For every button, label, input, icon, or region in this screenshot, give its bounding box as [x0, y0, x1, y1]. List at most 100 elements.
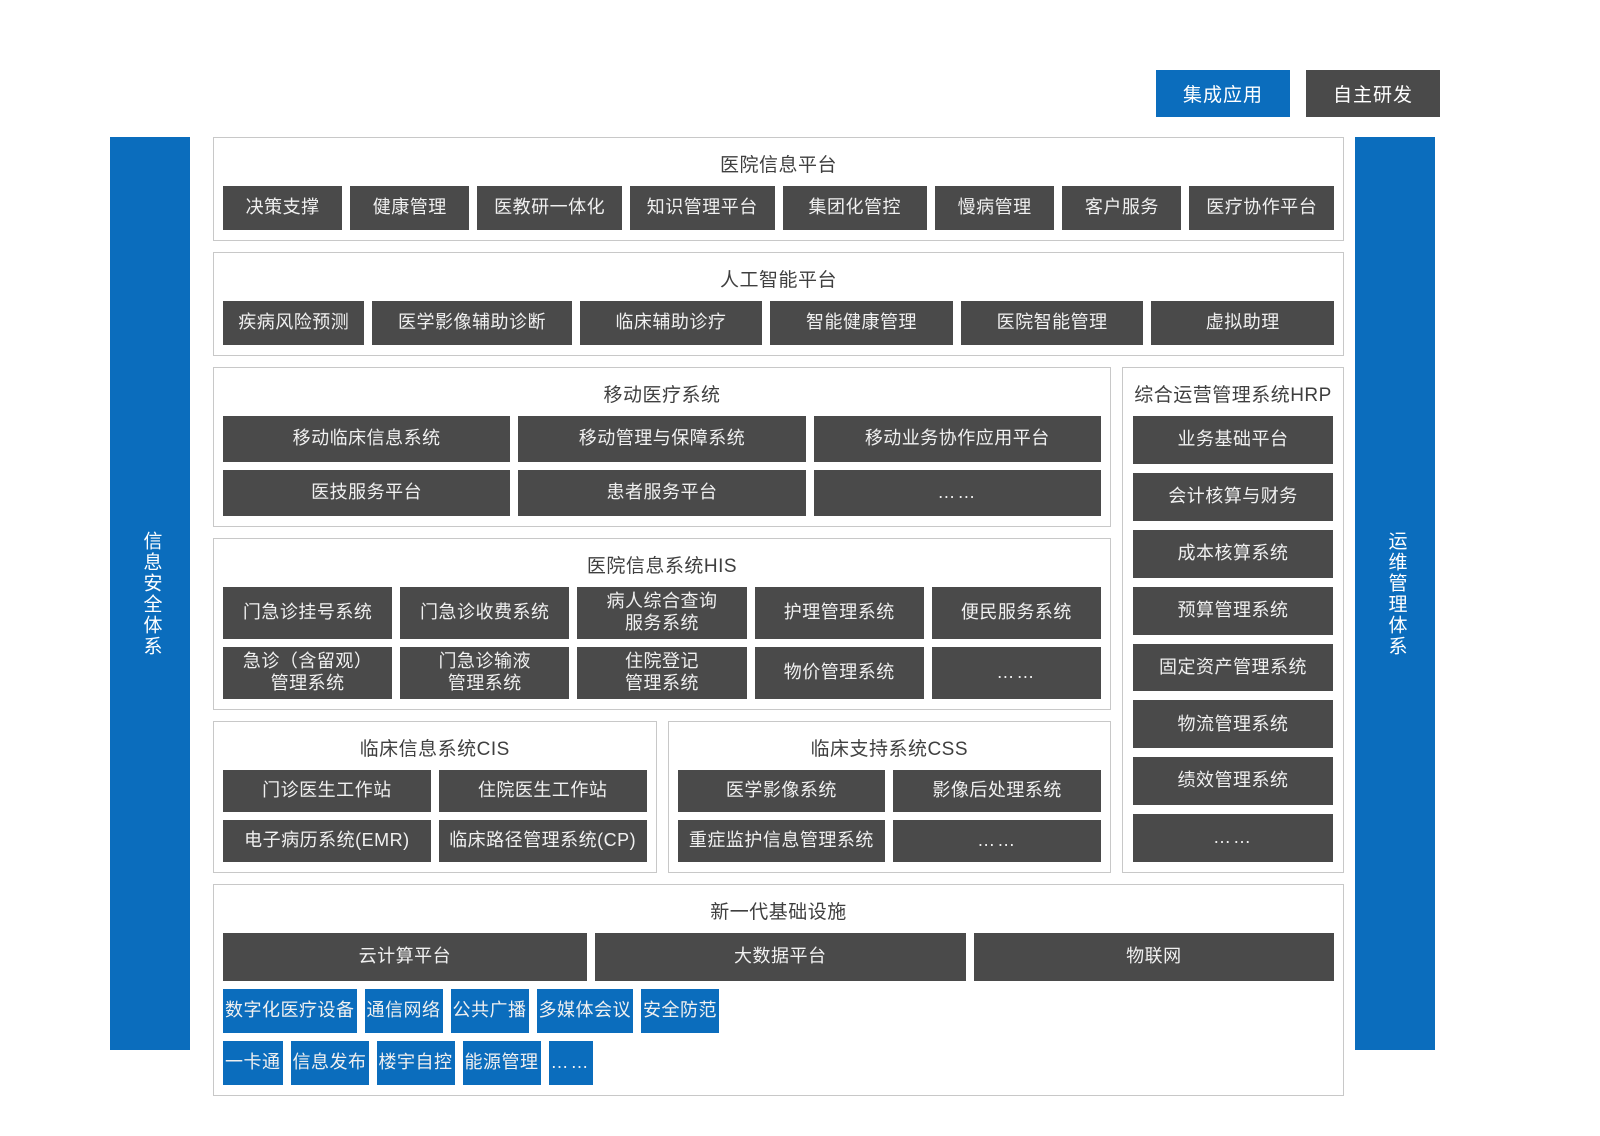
panel-hospital-information-platform: 医院信息平台 决策支撑 健康管理 医教研一体化 知识管理平台 集团化管控 慢病管…	[213, 137, 1344, 241]
architecture-stage: 医院信息平台 决策支撑 健康管理 医教研一体化 知识管理平台 集团化管控 慢病管…	[213, 137, 1344, 1096]
module-box[interactable]: 决策支撑	[223, 186, 343, 230]
panel-css: 临床支持系统CSS 医学影像系统 影像后处理系统 重症监护信息管理系统 ……	[667, 721, 1111, 873]
module-box[interactable]: 重症监护信息管理系统	[677, 820, 886, 862]
module-box[interactable]: 会计核算与财务	[1133, 472, 1333, 521]
panel-title-ai-platform: 人工智能平台	[719, 270, 837, 291]
module-box[interactable]: 便民服务系统	[931, 587, 1102, 639]
infrastructure-row-dark: 云计算平台 大数据平台 物联网	[223, 933, 1334, 981]
legend-chip-integrated-application[interactable]: 集成应用	[1156, 70, 1290, 117]
panel-cis: 临床信息系统CIS 门诊医生工作站 住院医生工作站 电子病历系统(EMR) 临床…	[213, 721, 657, 873]
sidebar-operation-maintenance: 运维管理体系	[1355, 137, 1435, 1050]
module-box[interactable]: 信息发布	[290, 1041, 369, 1085]
cis-row-2: 电子病历系统(EMR) 临床路径管理系统(CP)	[223, 820, 647, 862]
module-box[interactable]: 智能健康管理	[770, 301, 953, 345]
module-box[interactable]: 物联网	[973, 933, 1334, 981]
module-box[interactable]: 临床辅助诊疗	[579, 301, 763, 345]
legend: 集成应用 自主研发	[1156, 70, 1440, 117]
css-row-2: 重症监护信息管理系统 ……	[677, 820, 1101, 862]
module-box[interactable]: 医学影像系统	[677, 770, 886, 812]
module-box[interactable]: 物价管理系统	[754, 647, 924, 699]
module-box-more[interactable]: ……	[893, 820, 1101, 862]
infrastructure-row-blue-2: 一卡通 信息发布 楼宇自控 能源管理 ……	[223, 1041, 1334, 1085]
panel-infrastructure: 新一代基础设施 云计算平台 大数据平台 物联网 数字化医疗设备 通信网络 公共广…	[213, 884, 1344, 1096]
module-box[interactable]: 云计算平台	[223, 933, 587, 981]
module-box[interactable]: 影像后处理系统	[893, 770, 1101, 812]
module-box[interactable]: 业务基础平台	[1133, 416, 1333, 464]
module-box[interactable]: 临床路径管理系统(CP)	[438, 820, 647, 862]
module-box[interactable]: 门诊医生工作站	[223, 770, 431, 812]
cis-row-1: 门诊医生工作站 住院医生工作站	[223, 770, 647, 812]
module-box-more[interactable]: ……	[813, 470, 1101, 516]
mobile-medical-row-2: 医技服务平台 患者服务平台 ……	[223, 470, 1101, 516]
panel-mobile-medical-system: 移动医疗系统 移动临床信息系统 移动管理与保障系统 移动业务协作应用平台 医技服…	[213, 367, 1111, 527]
module-box[interactable]: 能源管理	[462, 1041, 541, 1085]
module-box[interactable]: 一卡通	[223, 1041, 283, 1085]
module-box[interactable]: 健康管理	[350, 186, 470, 230]
module-box[interactable]: 移动管理与保障系统	[518, 416, 806, 462]
panel-title-css: 临床支持系统CSS	[810, 739, 969, 760]
module-box-more[interactable]: ……	[548, 1041, 593, 1085]
module-box[interactable]: 医技服务平台	[223, 470, 511, 516]
module-box[interactable]: 门急诊挂号系统	[223, 587, 393, 639]
sidebar-information-security: 信息安全体系	[110, 137, 190, 1050]
middle-band-left: 移动医疗系统 移动临床信息系统 移动管理与保障系统 移动业务协作应用平台 医技服…	[213, 367, 1111, 873]
module-box[interactable]: 虚拟助理	[1151, 301, 1335, 345]
legend-chip-self-developed[interactable]: 自主研发	[1306, 70, 1440, 117]
module-box[interactable]: 固定资产管理系统	[1133, 643, 1333, 692]
module-box[interactable]: 楼宇自控	[376, 1041, 455, 1085]
module-box[interactable]: 医院智能管理	[960, 301, 1144, 345]
module-box[interactable]: 患者服务平台	[518, 470, 806, 516]
module-box[interactable]: 护理管理系统	[754, 587, 924, 639]
mobile-medical-row-1: 移动临床信息系统 移动管理与保障系统 移动业务协作应用平台	[223, 416, 1101, 462]
panel-title-mobile-medical: 移动医疗系统	[603, 385, 721, 406]
panel-title-his: 医院信息系统HIS	[586, 556, 738, 577]
module-box[interactable]: 物流管理系统	[1133, 700, 1333, 749]
sidebar-left-label: 信息安全体系	[140, 530, 162, 657]
module-box[interactable]: 通信网络	[364, 989, 443, 1033]
module-box[interactable]: 住院医生工作站	[438, 770, 647, 812]
module-box[interactable]: 绩效管理系统	[1133, 757, 1333, 806]
module-box[interactable]: 集团化管控	[782, 186, 928, 230]
module-box-more[interactable]: ……	[1133, 814, 1333, 862]
cis-css-row: 临床信息系统CIS 门诊医生工作站 住院医生工作站 电子病历系统(EMR) 临床…	[213, 721, 1111, 873]
module-box[interactable]: 住院登记 管理系统	[577, 647, 747, 699]
module-box[interactable]: 移动业务协作应用平台	[813, 416, 1101, 462]
module-box[interactable]: 移动临床信息系统	[223, 416, 511, 462]
module-box[interactable]: 预算管理系统	[1133, 586, 1333, 635]
module-box[interactable]: 疾病风险预测	[223, 301, 365, 345]
panel-title-hospital-platform: 医院信息平台	[719, 155, 837, 176]
panel-title-cis: 临床信息系统CIS	[359, 739, 510, 760]
panel-his: 医院信息系统HIS 门急诊挂号系统 门急诊收费系统 病人综合查询 服务系统 护理…	[213, 538, 1111, 710]
module-box[interactable]: 数字化医疗设备	[223, 989, 357, 1033]
panel-title-infrastructure: 新一代基础设施	[710, 902, 847, 923]
module-box[interactable]: 安全防范	[641, 989, 719, 1033]
module-box[interactable]: 电子病历系统(EMR)	[223, 820, 431, 862]
module-box[interactable]: 门急诊收费系统	[400, 587, 570, 639]
module-box[interactable]: 门急诊输液 管理系统	[400, 647, 570, 699]
hospital-platform-row: 决策支撑 健康管理 医教研一体化 知识管理平台 集团化管控 慢病管理 客户服务 …	[223, 186, 1334, 230]
panel-title-hrp: 综合运营管理系统HRP	[1134, 385, 1332, 406]
module-box[interactable]: 多媒体会议	[536, 989, 633, 1033]
infrastructure-row-blue-1: 数字化医疗设备 通信网络 公共广播 多媒体会议 安全防范	[223, 989, 1334, 1033]
module-box[interactable]: 医教研一体化	[477, 186, 622, 230]
module-box[interactable]: 慢病管理	[935, 186, 1055, 230]
middle-band: 移动医疗系统 移动临床信息系统 移动管理与保障系统 移动业务协作应用平台 医技服…	[213, 367, 1344, 873]
module-box[interactable]: 成本核算系统	[1133, 529, 1333, 578]
hrp-item-list: 业务基础平台 会计核算与财务 成本核算系统 预算管理系统 固定资产管理系统 物流…	[1133, 416, 1333, 862]
panel-ai-platform: 人工智能平台 疾病风险预测 医学影像辅助诊断 临床辅助诊疗 智能健康管理 医院智…	[213, 252, 1344, 356]
module-box[interactable]: 客户服务	[1062, 186, 1182, 230]
module-box[interactable]: 知识管理平台	[629, 186, 775, 230]
ai-platform-row: 疾病风险预测 医学影像辅助诊断 临床辅助诊疗 智能健康管理 医院智能管理 虚拟助…	[223, 301, 1335, 345]
panel-hrp: 综合运营管理系统HRP 业务基础平台 会计核算与财务 成本核算系统 预算管理系统…	[1122, 367, 1344, 873]
css-row-1: 医学影像系统 影像后处理系统	[677, 770, 1101, 812]
his-row-1: 门急诊挂号系统 门急诊收费系统 病人综合查询 服务系统 护理管理系统 便民服务系…	[223, 587, 1102, 639]
module-box[interactable]: 病人综合查询 服务系统	[577, 587, 747, 639]
module-box-more[interactable]: ……	[931, 647, 1102, 699]
module-box[interactable]: 医学影像辅助诊断	[372, 301, 572, 345]
middle-band-right: 综合运营管理系统HRP 业务基础平台 会计核算与财务 成本核算系统 预算管理系统…	[1122, 367, 1344, 873]
module-box[interactable]: 急诊（含留观） 管理系统	[223, 647, 393, 699]
his-row-2: 急诊（含留观） 管理系统 门急诊输液 管理系统 住院登记 管理系统 物价管理系统…	[223, 647, 1102, 699]
module-box[interactable]: 医疗协作平台	[1189, 186, 1334, 230]
module-box[interactable]: 公共广播	[450, 989, 529, 1033]
module-box[interactable]: 大数据平台	[594, 933, 966, 981]
